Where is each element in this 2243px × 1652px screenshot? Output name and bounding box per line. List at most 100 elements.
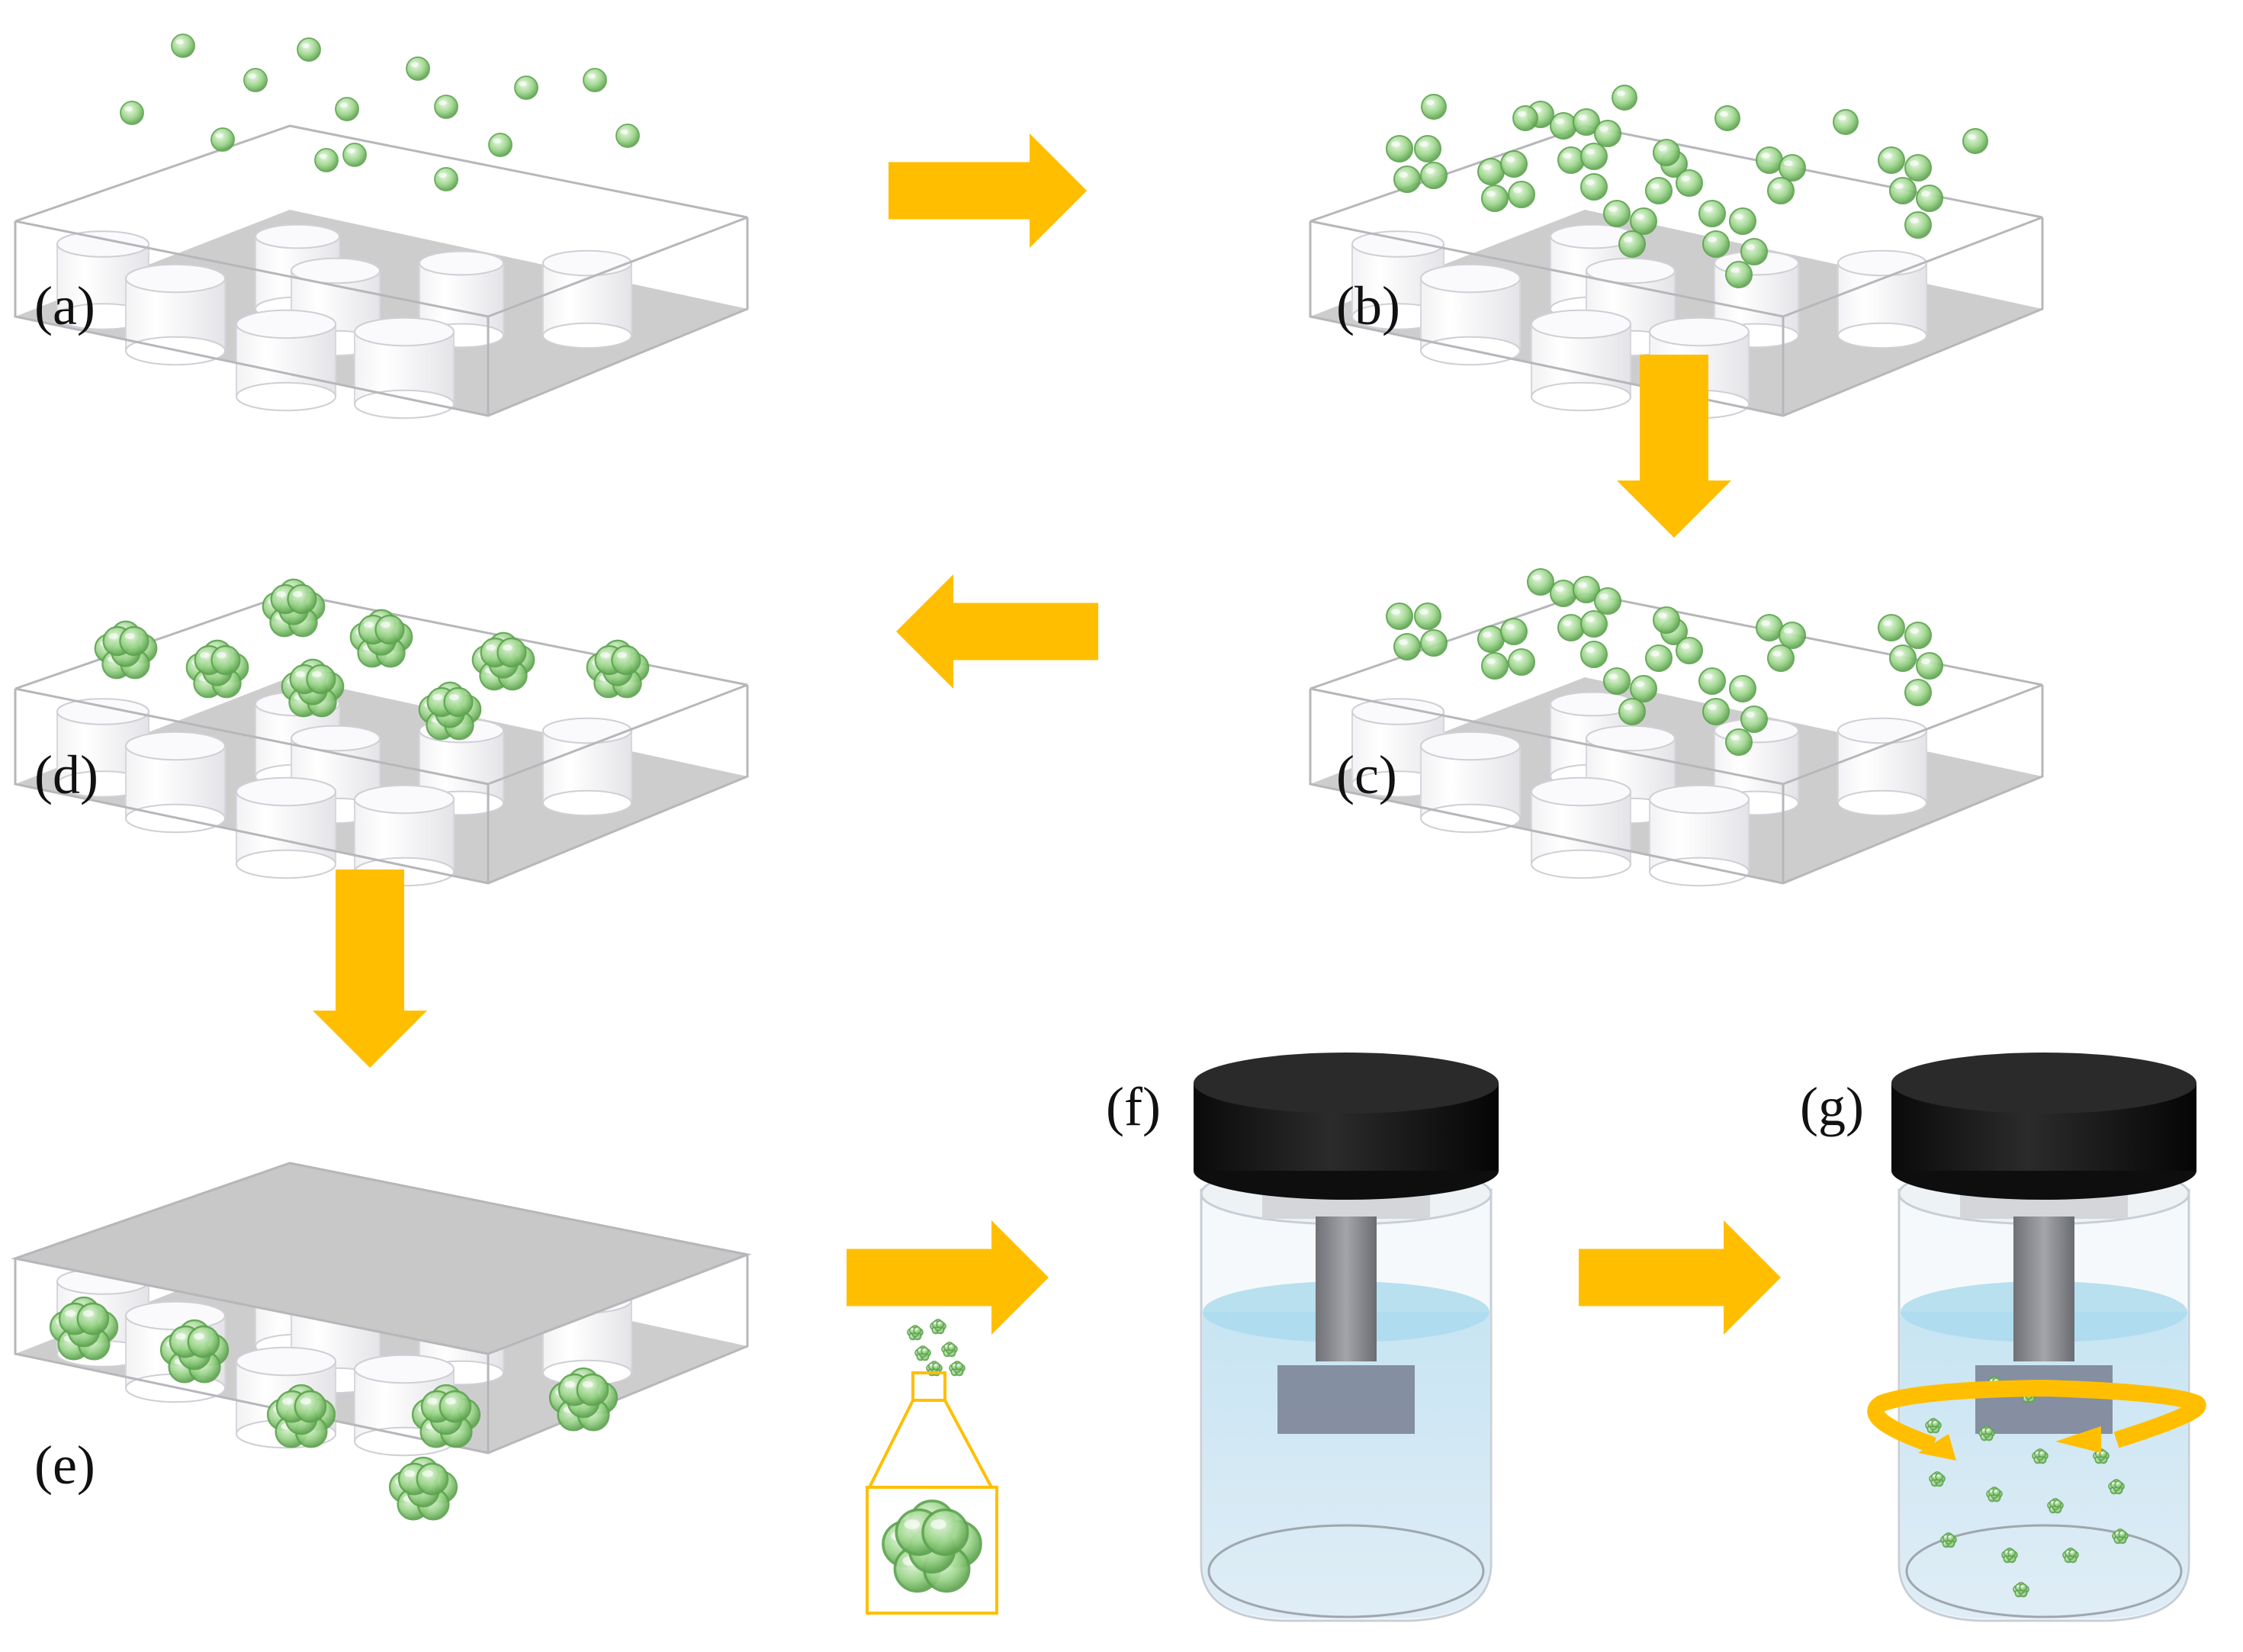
cell-sphere-icon <box>2053 1499 2062 1508</box>
cell-sphere-icon <box>119 625 149 657</box>
cell-sphere-icon <box>1644 644 1673 673</box>
cell-sphere-icon <box>306 664 336 695</box>
cell-sphere-icon <box>287 583 317 615</box>
cell-sphere-icon <box>2118 1530 2127 1538</box>
spheroid-icon <box>930 1319 946 1335</box>
cell-sphere-icon <box>443 686 474 718</box>
plate-floor <box>1310 210 2042 416</box>
cell-sphere-icon <box>1629 674 1658 703</box>
cell-sphere-icon <box>1602 199 1631 228</box>
well-cylinder <box>542 249 632 349</box>
cell-sphere-icon <box>1629 207 1658 236</box>
culture-medium <box>1203 1312 1489 1618</box>
well-cylinder <box>56 230 149 330</box>
cell-sphere-icon <box>439 1390 472 1423</box>
cell-sphere-icon <box>434 95 458 119</box>
cell-sphere-icon <box>1915 184 1944 213</box>
cell-sphere-icon <box>1931 1419 1940 1428</box>
cell-sphere-icon <box>1572 575 1601 604</box>
cell-sphere-icon <box>2114 1480 2123 1489</box>
cap-top <box>1891 1053 2196 1114</box>
cell-sphere-icon <box>583 68 607 92</box>
cell-sphere-icon <box>294 1390 327 1423</box>
cell-sphere-icon <box>171 34 195 58</box>
cell-sphere-icon <box>611 644 641 676</box>
cell-sphere-icon <box>2019 1583 2028 1592</box>
vessel-base <box>1207 1524 1485 1618</box>
cell-sphere-icon <box>1385 602 1414 631</box>
plate-d <box>14 592 749 887</box>
cell-sphere-icon <box>496 637 527 668</box>
spheroid-icon <box>1929 1471 1946 1487</box>
process-arrow-icon <box>313 869 427 1068</box>
spheroid-icon <box>907 1325 924 1341</box>
cell-sphere-icon <box>76 1302 110 1335</box>
cell-sphere-icon <box>210 127 235 152</box>
spheroid-icon <box>548 1367 619 1432</box>
spheroid-icon <box>418 681 482 741</box>
cell-sphere-icon <box>1477 625 1506 654</box>
cell-sphere-icon <box>187 1325 220 1358</box>
spheroid-icon <box>1940 1532 1957 1548</box>
spheroid-icon <box>1978 1425 1995 1441</box>
spheroid-icon <box>411 1384 481 1448</box>
spheroid-icon <box>388 1456 458 1521</box>
cell-sphere-icon <box>1962 128 1988 154</box>
cell-sphere-icon <box>1512 105 1538 131</box>
cell-sphere-icon <box>1480 184 1509 213</box>
cell-sphere-icon <box>1724 728 1753 757</box>
well-cylinder <box>542 717 632 817</box>
cell-sphere-icon <box>1877 146 1906 175</box>
spheroid-icon <box>159 1319 230 1384</box>
spheroid-icon <box>1986 1486 2003 1503</box>
cell-sphere-icon <box>1652 138 1681 167</box>
cell-sphere-icon <box>1877 613 1906 642</box>
cell-sphere-icon <box>1480 651 1509 680</box>
impeller-paddle <box>1975 1365 2113 1434</box>
cell-sphere-icon <box>1507 648 1536 677</box>
cell-sphere-icon <box>514 76 538 100</box>
well-cylinder <box>125 731 226 834</box>
spheroid-icon <box>2047 1498 2064 1514</box>
cell-sphere-icon <box>1579 142 1608 171</box>
cell-sphere-icon <box>1557 146 1586 175</box>
plate-floor <box>15 677 747 883</box>
spheroid-icon <box>949 1361 966 1377</box>
cell-sphere-icon <box>913 1326 922 1335</box>
cell-sphere-icon <box>1675 169 1704 198</box>
spheroid-icon <box>266 1384 336 1448</box>
spheroid-icon <box>2013 1582 2029 1598</box>
cell-sphere-icon <box>1419 161 1448 190</box>
cell-sphere-icon <box>1618 697 1647 726</box>
cell-sphere-icon <box>2068 1549 2078 1557</box>
cell-sphere-icon <box>1888 176 1917 205</box>
process-arrow-icon <box>847 1220 1049 1335</box>
cell-sphere-icon <box>1992 1488 2001 1496</box>
vessel-base <box>1905 1524 2183 1618</box>
panel-label-d: (d) <box>34 744 98 805</box>
cell-sphere-icon <box>1728 207 1757 236</box>
spheroid-icon <box>2001 1548 2018 1564</box>
cell-sphere-icon <box>1984 1427 1994 1435</box>
cell-sphere-icon <box>1612 85 1637 111</box>
cell-sphere-icon <box>1766 644 1795 673</box>
cell-sphere-icon <box>1935 1473 1944 1481</box>
cell-sphere-icon <box>1675 636 1704 665</box>
cell-sphere-icon <box>1946 1534 1955 1542</box>
cell-sphere-icon <box>1557 613 1586 642</box>
cell-sphere-icon <box>2038 1450 2047 1458</box>
spheroid-icon <box>882 1499 982 1593</box>
well-cylinder <box>1531 776 1631 879</box>
cell-sphere-icon <box>1702 230 1730 259</box>
cell-sphere-icon <box>1724 260 1753 289</box>
cell-sphere-icon <box>1421 94 1447 120</box>
spheroid-icon <box>185 639 249 699</box>
cell-sphere-icon <box>2007 1549 2016 1557</box>
well-cylinder <box>236 309 336 412</box>
cell-sphere-icon <box>1904 211 1933 239</box>
spheroid-icon <box>586 639 650 699</box>
cell-sphere-icon <box>1778 153 1807 182</box>
well-cylinder <box>1351 230 1444 330</box>
cell-sphere-icon <box>1507 180 1536 209</box>
